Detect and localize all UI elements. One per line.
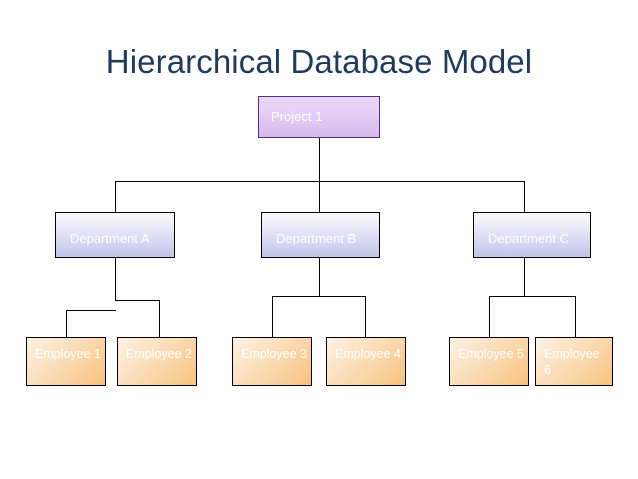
connector-root-bus: [115, 181, 525, 182]
node-department-b[interactable]: Department B: [261, 212, 380, 258]
connector-drop-employee-5: [489, 296, 490, 337]
connector-root-stem: [319, 138, 320, 181]
node-employee-1[interactable]: Employee 1: [26, 337, 106, 386]
connector-dept-c-stem: [524, 258, 525, 296]
connector-drop-employee-4: [365, 296, 366, 337]
page-title: Hierarchical Database Model: [105, 43, 533, 80]
node-employee-1-label: Employee 1: [35, 347, 102, 361]
connector-dept-a-stem: [115, 258, 116, 301]
node-project-1-label: Project 1: [271, 109, 323, 124]
node-department-a[interactable]: Department A: [55, 212, 175, 258]
node-employee-3[interactable]: Employee 3: [232, 337, 312, 386]
node-department-c[interactable]: Department C: [473, 212, 591, 258]
connector-drop-employee-2: [159, 300, 160, 337]
connector-drop-dept-c: [524, 181, 525, 221]
connector-drop-dept-b: [319, 181, 320, 221]
connector-dept-a-bus-right: [115, 300, 160, 301]
node-department-c-label: Department C: [488, 231, 569, 246]
node-employee-5[interactable]: Employee 5: [449, 337, 529, 386]
connector-drop-dept-a: [115, 181, 116, 221]
node-employee-6-label: Employee 6: [544, 347, 600, 377]
node-employee-5-label: Employee 5: [458, 347, 525, 361]
node-department-b-label: Department B: [276, 231, 357, 246]
connector-drop-employee-1: [66, 310, 67, 337]
node-employee-2-label: Employee 2: [126, 347, 193, 361]
node-employee-2[interactable]: Employee 2: [117, 337, 197, 386]
node-department-a-label: Department A: [70, 231, 150, 246]
node-employee-6[interactable]: Employee 6: [535, 337, 613, 386]
connector-dept-a-bus-left: [66, 310, 116, 311]
node-employee-4-label: Employee 4: [335, 347, 402, 361]
node-project-1[interactable]: Project 1: [258, 96, 380, 138]
connector-drop-employee-3: [272, 296, 273, 337]
node-employee-3-label: Employee 3: [241, 347, 308, 361]
connector-dept-c-bus: [489, 296, 576, 297]
connector-dept-b-stem: [319, 258, 320, 296]
connector-drop-employee-6: [575, 296, 576, 337]
connector-dept-b-bus: [272, 296, 366, 297]
node-employee-4[interactable]: Employee 4: [326, 337, 406, 386]
